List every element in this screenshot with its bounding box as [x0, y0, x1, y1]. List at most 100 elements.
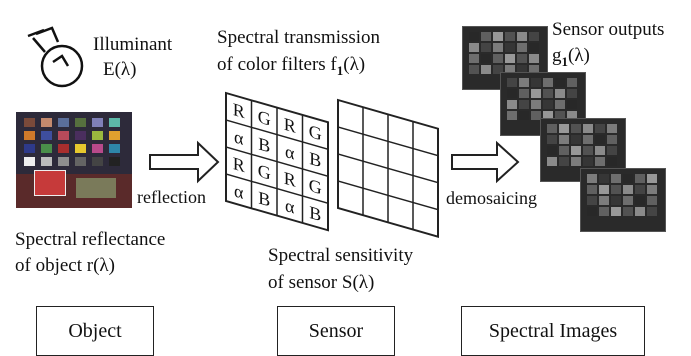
output-patch [529, 65, 539, 74]
output-patch [529, 43, 539, 52]
output-patch [607, 157, 617, 166]
output-patch [507, 111, 517, 120]
illuminant-symbol: E(λ) [103, 59, 137, 80]
output-patch [595, 157, 605, 166]
photo-card [34, 170, 66, 196]
outputs-label-line2: g1(λ) [552, 44, 590, 73]
output-patch [611, 174, 621, 183]
color-patch [92, 118, 103, 127]
filter-cell-0-1: G [258, 106, 271, 129]
color-patch [24, 144, 35, 153]
output-patch [567, 89, 577, 98]
color-patch [75, 131, 86, 140]
output-patch [505, 65, 515, 74]
output-patch [587, 207, 597, 216]
output-patch [599, 207, 609, 216]
output-patch [517, 65, 527, 74]
color-patch [92, 144, 103, 153]
filters-label-line1: Spectral transmission [217, 27, 381, 48]
output-patch [517, 54, 527, 63]
output-patch [595, 146, 605, 155]
sensor-box-label: Sensor [308, 319, 364, 342]
filter-cell-0-3: G [309, 121, 322, 144]
color-patch [58, 118, 69, 127]
color-patch [58, 157, 69, 166]
output-patch [571, 146, 581, 155]
output-patch [493, 65, 503, 74]
color-patch [41, 157, 52, 166]
outputs-symbol: g [552, 45, 562, 66]
output-patch [607, 146, 617, 155]
color-patch [41, 144, 52, 153]
output-patch [567, 100, 577, 109]
output-patch [647, 196, 657, 205]
output-patch [469, 43, 479, 52]
output-patch [493, 54, 503, 63]
color-patch [92, 157, 103, 166]
color-patch [109, 118, 120, 127]
output-patch [607, 135, 617, 144]
output-patch [543, 78, 553, 87]
output-patch [583, 146, 593, 155]
output-patch [493, 32, 503, 41]
output-patch [493, 43, 503, 52]
output-patch [595, 124, 605, 133]
filters-text: of color filters f [217, 54, 337, 75]
output-patch [571, 157, 581, 166]
outputs-subscript: 1 [561, 53, 569, 69]
demosaicing-arrow [451, 140, 520, 184]
output-patch [587, 196, 597, 205]
outputs-label-line1: Sensor outputs [552, 19, 665, 40]
output-patch [517, 43, 527, 52]
filters-subscript: 1 [336, 62, 344, 78]
demosaicing-label: demosaicing [446, 188, 537, 208]
output-patch [611, 196, 621, 205]
filter-cell-2-0: R [233, 153, 246, 176]
output-patch [555, 89, 565, 98]
filter-cell-3-2: α [285, 195, 295, 217]
object-box-label: Object [68, 319, 122, 342]
sensor-output-image [580, 168, 666, 232]
output-patch [469, 54, 479, 63]
output-patch [555, 111, 565, 120]
sensor-grid [337, 98, 439, 238]
output-patch [519, 89, 529, 98]
output-patch [635, 185, 645, 194]
output-patch [611, 207, 621, 216]
output-patch [519, 111, 529, 120]
reflection-label: reflection [137, 187, 206, 207]
output-patch [647, 207, 657, 216]
output-patch [519, 78, 529, 87]
output-patch [607, 124, 617, 133]
output-patch [623, 196, 633, 205]
output-patch [547, 124, 557, 133]
output-patch [567, 111, 577, 120]
output-patch [567, 78, 577, 87]
filter-cell-2-3: G [309, 175, 322, 198]
filters-tail: (λ) [343, 54, 366, 75]
output-patch [611, 185, 621, 194]
output-patch [507, 89, 517, 98]
output-patch [623, 174, 633, 183]
diagram-canvas: R G R G α B α B R G R G α B α B [27, 26, 520, 238]
output-patch [555, 100, 565, 109]
filter-cell-3-3: B [309, 202, 321, 225]
output-patch [547, 157, 557, 166]
reflectance-label-line1: Spectral reflectance [15, 229, 166, 250]
output-patch [531, 78, 541, 87]
output-patch [623, 207, 633, 216]
output-patch [519, 100, 529, 109]
output-patch [531, 89, 541, 98]
reflectance-label-line2: of object r(λ) [15, 255, 115, 276]
color-patch [75, 118, 86, 127]
output-patch [583, 135, 593, 144]
output-patch [505, 54, 515, 63]
filter-cell-1-3: B [309, 148, 321, 171]
output-patch [543, 100, 553, 109]
sensitivity-label-line2: of sensor S(λ) [268, 272, 375, 293]
sensitivity-label-line1: Spectral sensitivity [268, 245, 414, 266]
filters-label-line2: of color filters f1(λ) [217, 53, 365, 82]
output-patch [647, 174, 657, 183]
color-patch [75, 157, 86, 166]
output-patch [543, 89, 553, 98]
